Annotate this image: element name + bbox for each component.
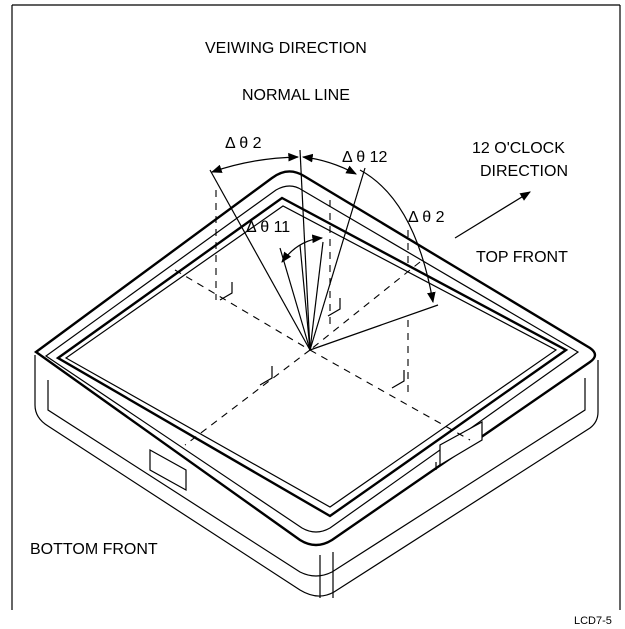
panel-left-side	[34, 355, 599, 597]
angle-arcs	[210, 152, 436, 304]
arc-theta11	[281, 234, 324, 263]
panel-screen-inner	[64, 205, 558, 508]
panel-axes	[174, 190, 471, 446]
panel-screen	[55, 196, 569, 518]
clock-direction-label-line2: DIRECTION	[480, 163, 568, 180]
theta2-left-label: Δ θ 2	[225, 135, 262, 152]
arc-theta12	[301, 153, 357, 175]
viewing-direction-label: VEIWING DIRECTION	[205, 40, 367, 57]
viewing-rays	[209, 149, 439, 351]
top-front-label: TOP FRONT	[476, 249, 568, 266]
frame-border	[11, 4, 621, 610]
panel-base-edge	[47, 378, 586, 577]
panel-bezel-rim	[44, 185, 580, 533]
theta12-label: Δ θ 12	[342, 149, 387, 166]
theta11-label: Δ θ 11	[246, 219, 290, 236]
bottom-front-label: BOTTOM FRONT	[30, 541, 158, 558]
twelve-oclock-arrow	[454, 191, 531, 239]
panel-outer-bezel	[33, 170, 597, 547]
right-connector-tab	[439, 420, 483, 467]
arc-theta2-left	[210, 152, 300, 173]
panel-bottom-lip	[319, 552, 334, 598]
figure-id-label: LCD7-5	[574, 615, 612, 627]
theta2-right-label: Δ θ 2	[408, 209, 445, 226]
left-connector-tab	[149, 448, 187, 492]
lcd-panel	[33, 170, 599, 598]
arc-theta2-right	[359, 169, 436, 304]
clock-direction-label-line1: 12 O'CLOCK	[472, 140, 565, 157]
normal-line-label: NORMAL LINE	[242, 87, 350, 104]
